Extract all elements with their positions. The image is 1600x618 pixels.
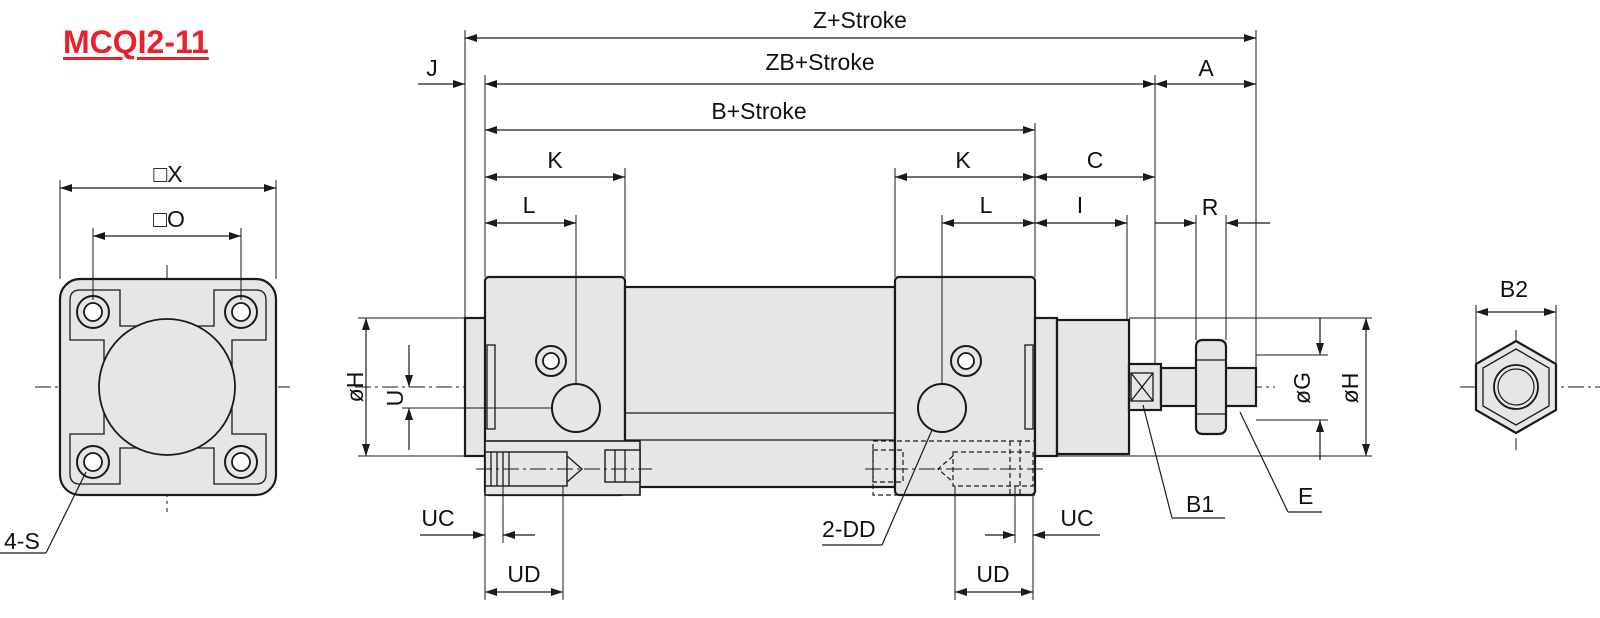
u-label: U xyxy=(382,390,408,407)
rod-bushing xyxy=(1055,318,1131,456)
zb-stroke-label: ZB+Stroke xyxy=(765,49,874,75)
ud-right-label: UD xyxy=(976,561,1009,587)
k-left-label: K xyxy=(547,147,563,173)
model-title: MCQI2-11 xyxy=(63,24,209,60)
a-label: A xyxy=(1198,55,1214,81)
e-label: E xyxy=(1298,483,1313,509)
piston-rod xyxy=(1127,362,1163,412)
uc-right-label: UC xyxy=(1060,505,1093,531)
front-boss xyxy=(1033,316,1059,458)
square-o-label: □O xyxy=(153,206,185,232)
ud-left-label: UD xyxy=(507,561,540,587)
i-label: I xyxy=(1077,192,1083,218)
z-stroke-label: Z+Stroke xyxy=(813,7,907,33)
j-label: J xyxy=(426,55,438,81)
b-stroke-label: B+Stroke xyxy=(711,98,806,124)
right-port-section xyxy=(865,440,1045,496)
left-port-section xyxy=(476,440,652,496)
l-left-label: L xyxy=(523,192,536,218)
dd-label: 2-DD xyxy=(822,516,876,542)
r-label: R xyxy=(1202,194,1219,220)
front-bore xyxy=(98,318,236,456)
front-cover xyxy=(893,275,1037,497)
b2-label: B2 xyxy=(1500,276,1528,302)
front-view: □X □O 4-S xyxy=(0,161,290,554)
holes-label: 4-S xyxy=(4,528,40,554)
dia-h-right-label: øH xyxy=(1337,373,1363,404)
l-right-label: L xyxy=(980,192,993,218)
rod-nut xyxy=(1194,338,1228,436)
k-right-label: K xyxy=(955,147,971,173)
dia-g-label: øG xyxy=(1289,372,1315,404)
front-bolt-holes xyxy=(76,295,258,479)
square-x-label: □X xyxy=(153,161,182,187)
dia-h-left-label: øH xyxy=(342,372,368,403)
b1-label: B1 xyxy=(1186,491,1214,517)
nut-view: B2 xyxy=(1460,276,1600,450)
c-label: C xyxy=(1087,147,1104,173)
rear-boss xyxy=(463,316,489,458)
cylinder-tube xyxy=(623,285,897,489)
side-view: Z+Stroke ZB+Stroke J A B+Stroke K K C L … xyxy=(342,7,1372,600)
uc-left-label: UC xyxy=(421,505,454,531)
